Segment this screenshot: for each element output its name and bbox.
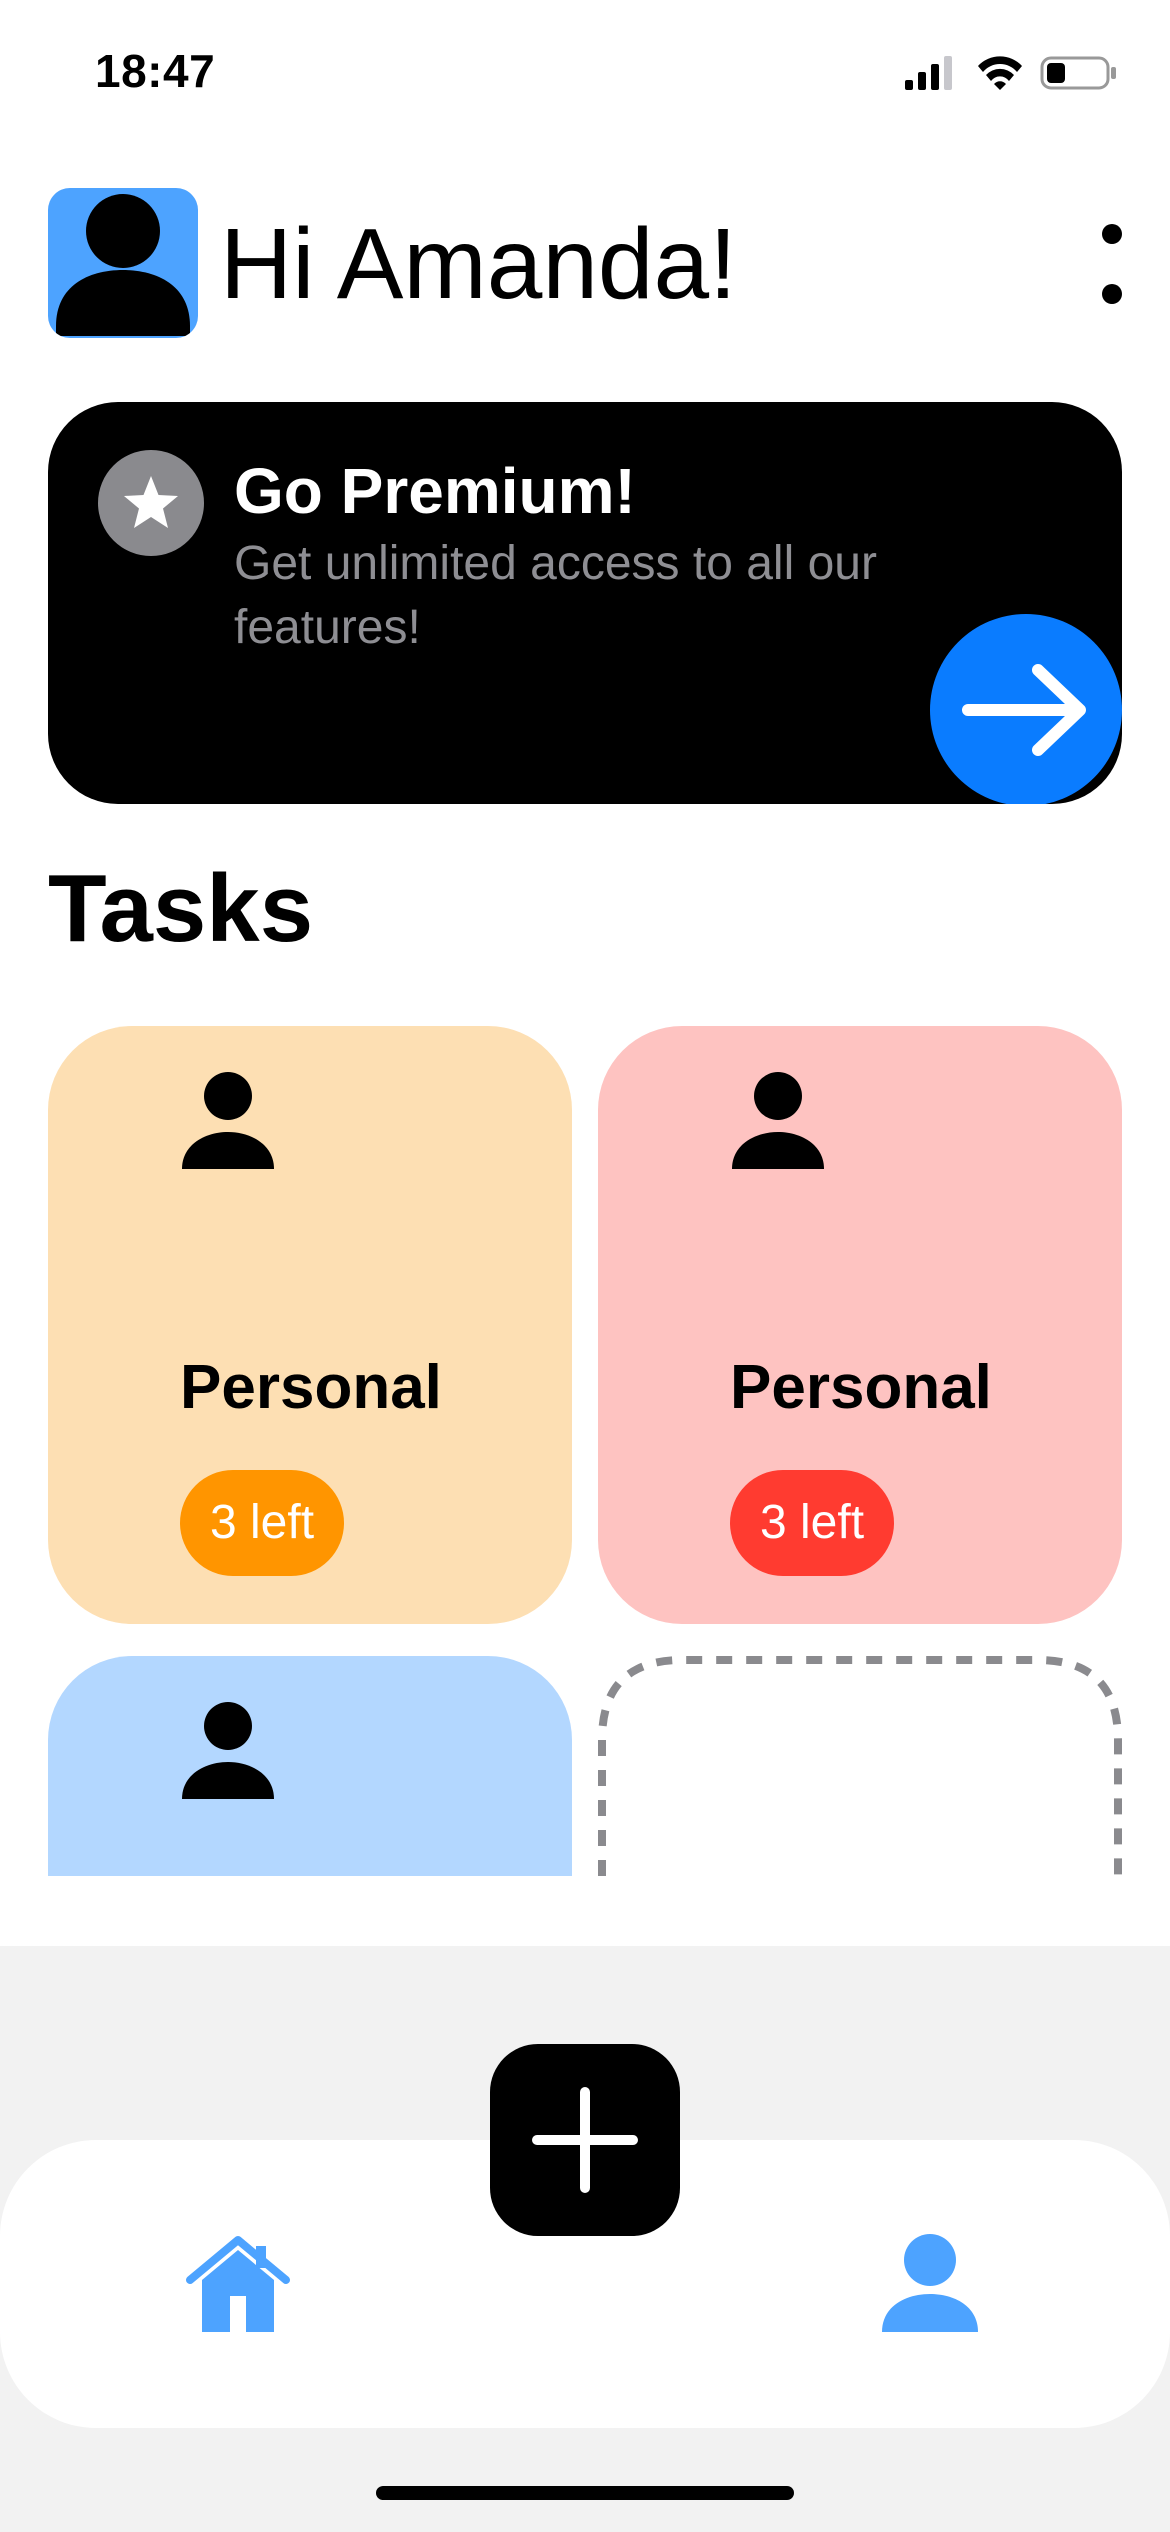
battery-icon [1040,56,1116,90]
add-task-button[interactable] [490,2044,680,2236]
person-icon [728,1072,828,1172]
tasks-heading: Tasks [48,855,314,962]
person-icon [56,194,190,336]
premium-badge [98,450,204,556]
greeting-title: Hi Amanda! [220,208,737,320]
tab-profile[interactable] [880,2234,980,2334]
task-count-badge: 3 left [180,1470,344,1576]
status-icons [900,52,1120,92]
premium-subtitle: Get unlimited access to all our features… [234,537,877,654]
plus-icon [532,2087,638,2193]
star-icon [124,476,178,528]
task-count-badge: 3 left [730,1470,894,1576]
status-time: 18:47 [95,45,216,97]
add-task-card-placeholder[interactable] [598,1656,1122,1876]
task-card[interactable] [48,1656,572,1876]
avatar[interactable] [48,188,198,338]
task-card-label: Personal [730,1353,992,1422]
more-vertical-icon [1102,224,1122,244]
premium-title: Go Premium! [234,455,636,527]
profile-icon [882,2234,978,2332]
arrow-right-icon [962,664,1086,756]
premium-banner[interactable]: Go Premium! Get unlimited access to all … [48,402,1122,804]
more-vertical-dot [1102,284,1122,304]
person-icon [178,1072,278,1172]
home-indicator [376,2486,794,2500]
task-card-personal[interactable]: Personal 3 left [48,1026,572,1624]
premium-go-button[interactable] [930,614,1122,804]
tab-home[interactable] [186,2236,290,2336]
home-icon [186,2236,290,2332]
task-card-label: Personal [180,1353,442,1422]
cellular-signal-icon [905,56,952,90]
person-icon [178,1702,278,1802]
more-menu-button[interactable] [1090,214,1134,314]
wifi-icon [978,56,1022,90]
task-card-personal[interactable]: Personal 3 left [598,1026,1122,1624]
